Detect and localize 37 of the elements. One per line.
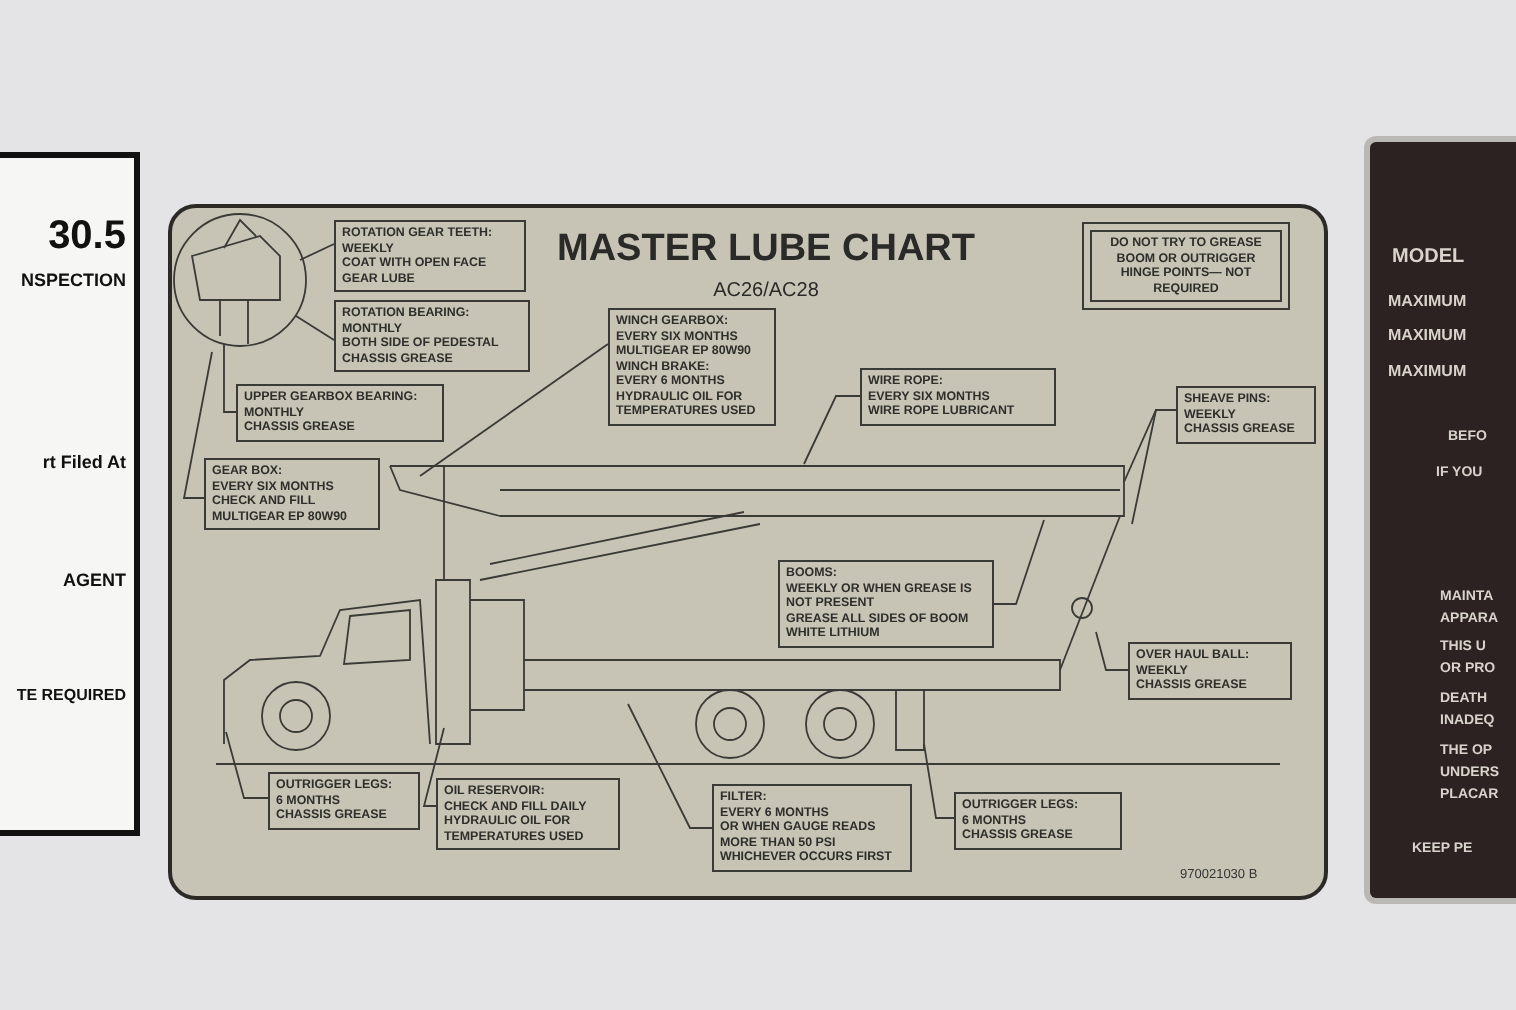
model-number: AC26/AC28 [711, 280, 821, 302]
sign-text: TE REQUIRED [16, 686, 126, 704]
callout-box [334, 300, 530, 373]
callout-box [778, 560, 994, 648]
sign-text: AGENT [63, 570, 126, 590]
leader-line [299, 243, 335, 261]
leader-line [422, 727, 445, 807]
sign-text: MAXIMUM [1388, 292, 1467, 310]
callout-box [1128, 642, 1292, 700]
leader-line [223, 343, 237, 413]
callout-box [334, 220, 526, 293]
chart-title: MASTER LUBE CHART [555, 228, 977, 272]
callout-box [954, 792, 1122, 850]
callout-box [608, 308, 776, 426]
callout-box [1176, 386, 1316, 444]
callout-box [860, 368, 1056, 426]
sign-text: rt Filed At [42, 452, 126, 472]
leader-line [1131, 409, 1177, 525]
leader-line [1095, 631, 1129, 671]
callout-box [204, 458, 380, 531]
sign-text: MAXIMUM [1388, 362, 1467, 380]
callout-box [268, 772, 420, 830]
leader-line [225, 731, 269, 799]
callout-box [236, 384, 444, 442]
sign-text: MAXIMUM [1388, 326, 1467, 344]
sign-text: MODEL [1392, 246, 1465, 268]
leader-line [419, 343, 609, 477]
callout-box [436, 778, 620, 851]
sign-text: NSPECTION [20, 270, 126, 290]
sign-text: 30.5 [48, 214, 126, 260]
leader-line [923, 743, 955, 819]
leader-line [803, 395, 861, 465]
callout-box [712, 784, 912, 872]
leader-line [627, 703, 713, 829]
leader-line [182, 351, 213, 499]
leader-line [295, 315, 335, 341]
leader-line [993, 519, 1045, 605]
